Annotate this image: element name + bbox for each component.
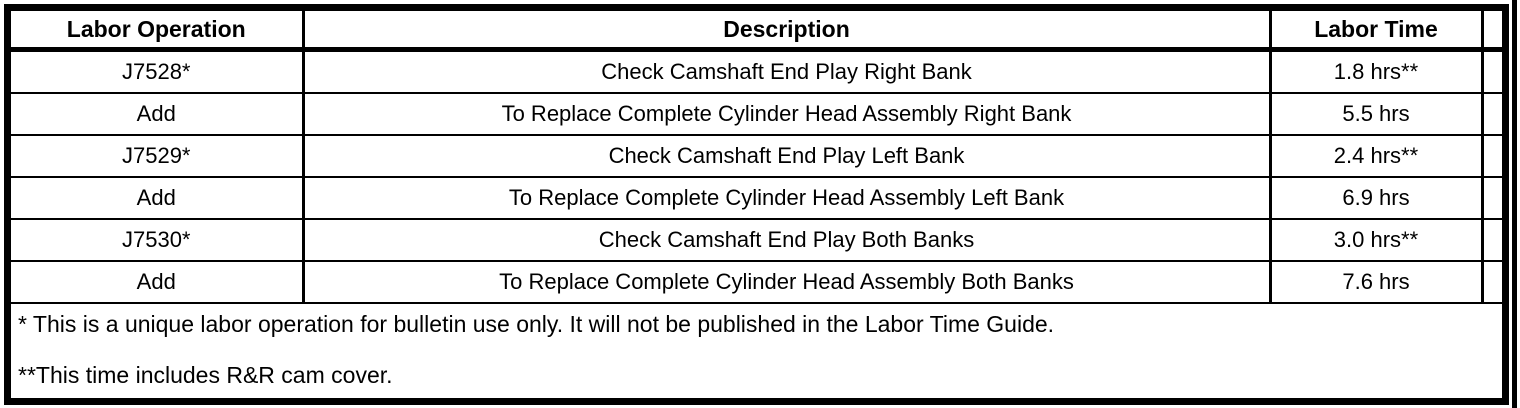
page-right-edge-line xyxy=(1512,0,1517,408)
table-row: J7528* Check Camshaft End Play Right Ban… xyxy=(11,48,1502,94)
labor-time-table-frame: Labor Operation Description Labor Time J… xyxy=(4,4,1509,405)
footnote-area: * This is a unique labor operation for b… xyxy=(11,302,1502,402)
spacer-cell xyxy=(1480,48,1502,94)
spacer-cell xyxy=(1480,176,1502,220)
header-row: Labor Operation Description Labor Time xyxy=(11,11,1502,52)
labor-time-cell: 7.6 hrs xyxy=(1268,260,1484,304)
footnote-rr-cam-cover: **This time includes R&R cam cover. xyxy=(18,362,393,388)
column-header-description: Description xyxy=(301,11,1272,52)
column-header-labor-operation: Labor Operation xyxy=(11,11,305,52)
labor-operation-cell: Add xyxy=(11,92,305,136)
table-row: J7529* Check Camshaft End Play Left Bank… xyxy=(11,134,1502,178)
table-row: Add To Replace Complete Cylinder Head As… xyxy=(11,176,1502,220)
labor-operation-cell: J7529* xyxy=(11,134,305,178)
spacer-cell xyxy=(1480,260,1502,304)
labor-operation-cell: J7528* xyxy=(11,48,305,94)
spacer-cell xyxy=(1480,92,1502,136)
spacer-cell xyxy=(1480,134,1502,178)
table-row: Add To Replace Complete Cylinder Head As… xyxy=(11,260,1502,304)
description-cell: To Replace Complete Cylinder Head Assemb… xyxy=(301,176,1272,220)
labor-operation-cell: Add xyxy=(11,260,305,304)
table-row: J7530* Check Camshaft End Play Both Bank… xyxy=(11,218,1502,262)
labor-operation-cell: J7530* xyxy=(11,218,305,262)
spacer-cell xyxy=(1480,218,1502,262)
description-cell: Check Camshaft End Play Left Bank xyxy=(301,134,1272,178)
labor-time-cell: 2.4 hrs** xyxy=(1268,134,1484,178)
footnote-unique-labor-operation: * This is a unique labor operation for b… xyxy=(18,311,1055,337)
column-header-labor-time: Labor Time xyxy=(1268,11,1484,52)
labor-time-cell: 1.8 hrs** xyxy=(1268,48,1484,94)
footnote-row: * This is a unique labor operation for b… xyxy=(11,302,1502,402)
table-row: Add To Replace Complete Cylinder Head As… xyxy=(11,92,1502,136)
labor-time-table: Labor Operation Description Labor Time J… xyxy=(11,11,1502,402)
description-cell: Check Camshaft End Play Right Bank xyxy=(301,48,1272,94)
description-cell: To Replace Complete Cylinder Head Assemb… xyxy=(301,92,1272,136)
labor-operation-cell: Add xyxy=(11,176,305,220)
description-cell: Check Camshaft End Play Both Banks xyxy=(301,218,1272,262)
labor-time-cell: 6.9 hrs xyxy=(1268,176,1484,220)
labor-time-cell: 3.0 hrs** xyxy=(1268,218,1484,262)
labor-time-cell: 5.5 hrs xyxy=(1268,92,1484,136)
description-cell: To Replace Complete Cylinder Head Assemb… xyxy=(301,260,1272,304)
column-header-spacer xyxy=(1480,11,1502,52)
